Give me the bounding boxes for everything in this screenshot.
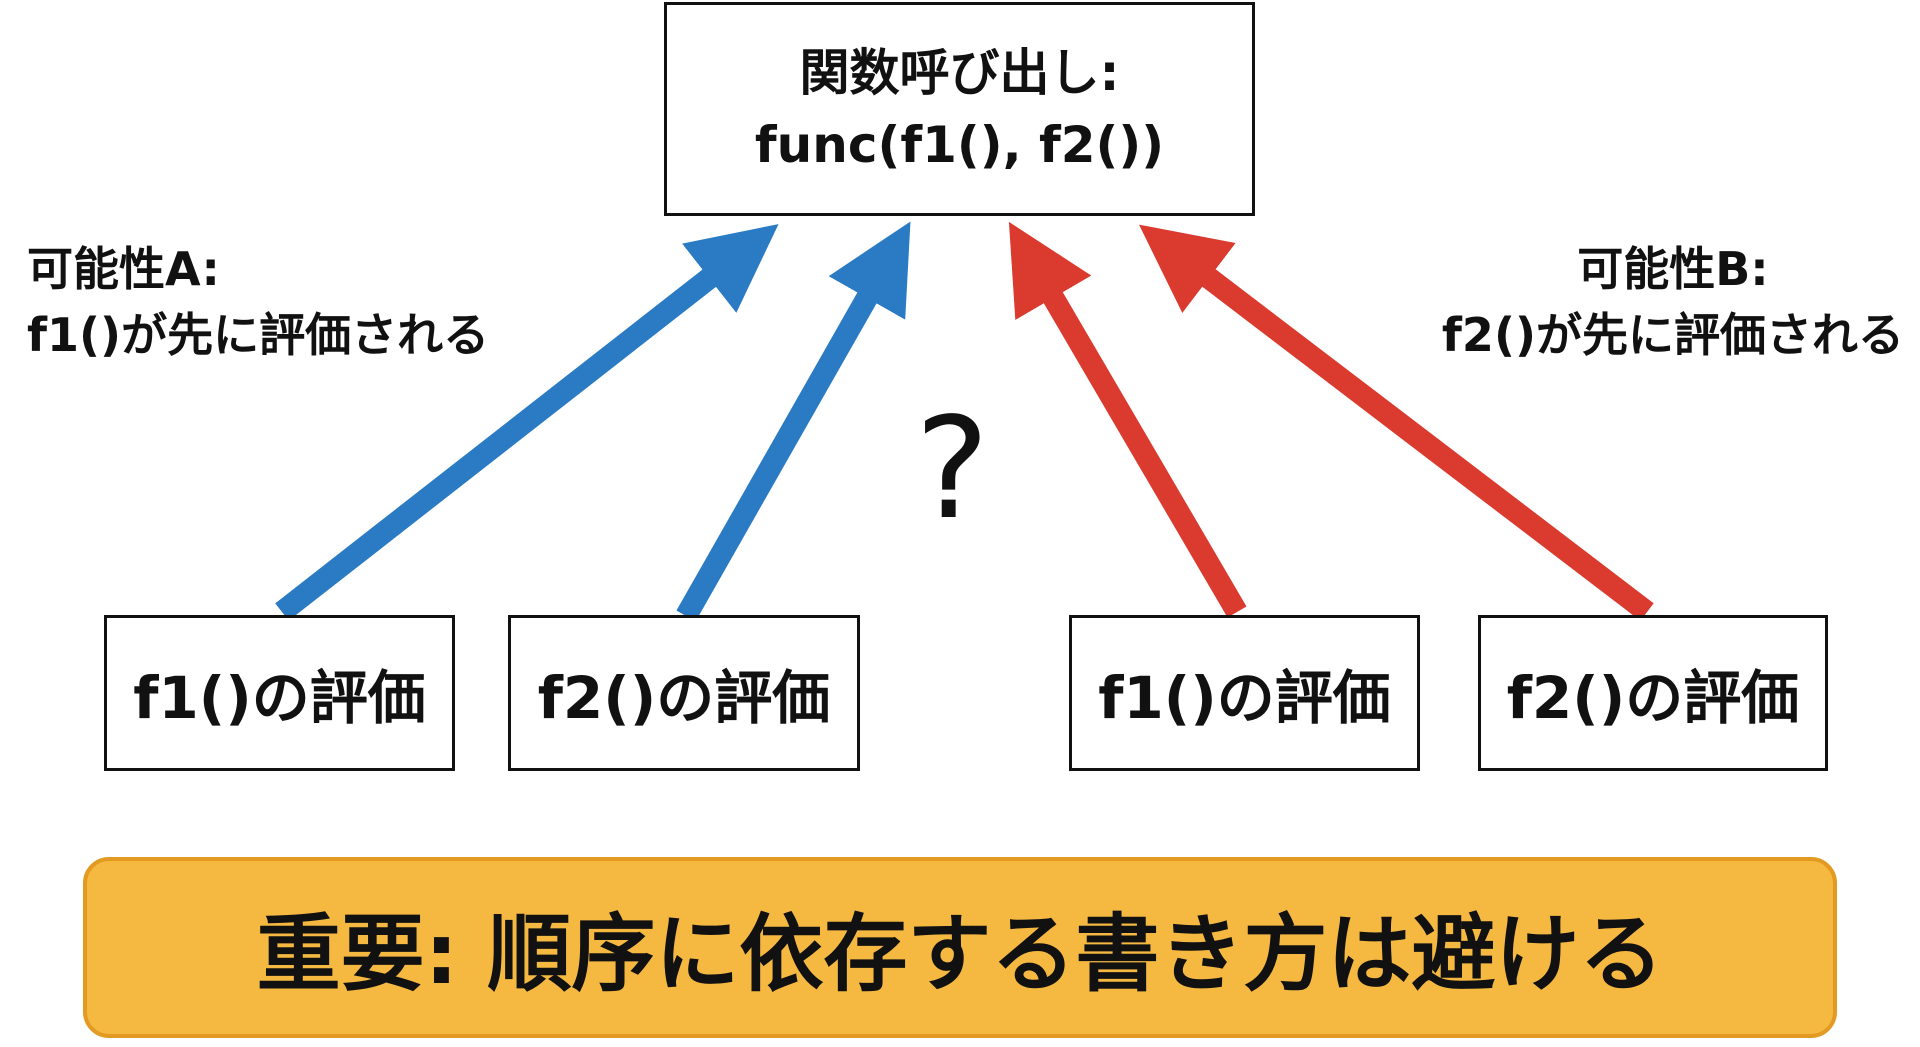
important-banner-text: 重要: 順序に依存する書き方は避ける <box>256 905 1664 1003</box>
eval-box-f1-b: f1()の評価 <box>1069 615 1420 771</box>
eval-box-f2-b: f2()の評価 <box>1478 615 1828 771</box>
eval-box-label: f1()の評価 <box>133 664 426 732</box>
question-mark: ? <box>915 388 990 551</box>
arrow-red-f1 <box>1008 221 1247 618</box>
eval-box-label: f2()の評価 <box>1506 664 1800 732</box>
eval-box-f2-a: f2()の評価 <box>508 615 860 771</box>
eval-box-label: f1()の評価 <box>1098 664 1391 732</box>
eval-box-label: f2()の評価 <box>537 664 831 732</box>
possibility-b-desc: f2()が先に評価される <box>1441 308 1904 362</box>
arrow-red-f2 <box>1139 224 1654 621</box>
function-call-code: func(f1(), f2()) <box>754 116 1165 174</box>
possibility-a-title: 可能性A: <box>27 242 220 296</box>
arrow-blue-f2 <box>676 221 911 622</box>
possibility-a-desc: f1()が先に評価される <box>27 308 490 362</box>
possibility-b-label: 可能性B: f2()が先に評価される <box>1442 236 1904 368</box>
eval-box-f1-a: f1()の評価 <box>104 615 455 771</box>
possibility-b-title: 可能性B: <box>1577 242 1769 296</box>
important-banner: 重要: 順序に依存する書き方は避ける <box>83 857 1837 1038</box>
arrow-blue-f1 <box>275 224 779 621</box>
function-call-box: 関数呼び出し: func(f1(), f2()) <box>664 2 1255 216</box>
possibility-a-label: 可能性A: f1()が先に評価される <box>27 236 489 368</box>
function-call-title: 関数呼び出し: <box>799 44 1120 102</box>
